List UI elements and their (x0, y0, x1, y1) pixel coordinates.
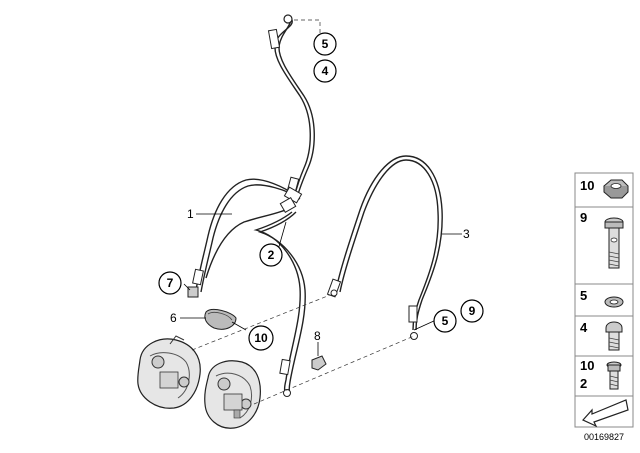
direction-arrow-icon (582, 399, 629, 428)
side-label-row5a: 10 (580, 358, 594, 373)
brake-hose-3 (326, 155, 443, 340)
callout-4-top: 4 (313, 59, 337, 83)
banjo-bolt-icon (604, 217, 624, 269)
sealing-ring-icon (604, 296, 624, 308)
svg-text:5: 5 (322, 37, 329, 51)
brake-hose-upper (267, 14, 315, 199)
callout-3: 3 (463, 227, 470, 241)
callout-8: 8 (314, 329, 321, 343)
side-label-row5b: 2 (580, 376, 587, 391)
hex-nut-icon (603, 179, 629, 199)
callout-2: 2 (259, 243, 283, 267)
svg-text:10: 10 (254, 331, 268, 345)
svg-text:5: 5 (442, 314, 449, 328)
bleed-screw-icon (605, 321, 623, 351)
callout-5-right: 5 (433, 309, 457, 333)
svg-text:9: 9 (469, 304, 476, 318)
callout-7: 7 (158, 271, 182, 295)
brake-caliper-left (137, 335, 201, 409)
side-label-row2: 9 (580, 210, 587, 225)
diagram-id: 00169827 (584, 432, 624, 442)
callout-6: 6 (170, 311, 177, 325)
grommet-8 (311, 355, 327, 371)
callout-9: 9 (460, 299, 484, 323)
brake-hose-2 (205, 196, 306, 397)
brake-hose-1 (187, 178, 303, 298)
callout-10: 10 (248, 325, 274, 351)
svg-text:2: 2 (268, 248, 275, 262)
brake-caliper-right (204, 360, 261, 429)
screw-icon (606, 361, 622, 390)
side-parts-panel: 10 9 5 4 10 2 (574, 172, 634, 428)
svg-text:4: 4 (322, 64, 329, 78)
callout-1: 1 (187, 207, 194, 221)
side-label-row1: 10 (580, 178, 594, 193)
callout-5-top: 5 (313, 32, 337, 56)
side-label-row3: 5 (580, 288, 587, 303)
side-label-row4: 4 (580, 320, 588, 335)
svg-text:7: 7 (167, 276, 174, 290)
hose-clip-6 (204, 309, 237, 330)
